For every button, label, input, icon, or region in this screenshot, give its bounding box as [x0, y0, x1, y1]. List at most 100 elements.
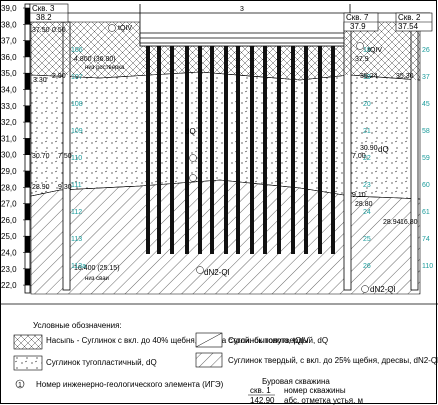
svg-text:9.30: 9.30: [58, 184, 72, 191]
section-mark: 3: [240, 6, 244, 13]
axis-tick-label: 22,0: [1, 281, 17, 290]
well-left-header: Скв. 3 38.2: [29, 3, 69, 23]
axis-tick-label: 25,0: [1, 232, 17, 241]
svg-text:Суглинок полутвердый, dQ: Суглинок полутвердый, dQ: [228, 336, 328, 345]
svg-text:7.00: 7.00: [352, 153, 366, 160]
elevation-axis: 39,038,037,036,035,034,033,032,031,030,0…: [1, 3, 31, 294]
svg-text:dQ: dQ: [378, 145, 389, 154]
axis-tick-label: 24,0: [1, 249, 17, 258]
pile: [198, 46, 202, 254]
svg-text:16.80: 16.80: [400, 219, 418, 226]
svg-text:Суглинок твердый, с вкл. до 25: Суглинок твердый, с вкл. до 25% щебня, д…: [228, 356, 438, 365]
well-right2-header: Скв. 2 37.54: [395, 12, 433, 32]
axis-tick-label: 36,0: [1, 53, 17, 62]
svg-text:dN2-Ql: dN2-Ql: [370, 285, 396, 294]
axis-tick-label: 31,0: [1, 134, 17, 143]
svg-text:0.50: 0.50: [52, 27, 66, 34]
pile: [318, 46, 322, 254]
pile: [185, 46, 189, 254]
pile: [146, 46, 150, 254]
left-annotations: 37.50 0.50 4.800 (36.80) низ ростверка 3…: [32, 25, 132, 282]
svg-text:Скв. 7: Скв. 7: [346, 13, 369, 22]
svg-text:1: 1: [18, 382, 22, 389]
svg-text:Суглинок тугопластичный, dQ: Суглинок тугопластичный, dQ: [46, 358, 157, 367]
axis-tick-label: 34,0: [1, 86, 17, 95]
pile: [210, 46, 214, 254]
svg-text:37.50: 37.50: [32, 27, 50, 34]
svg-text:низ сваи: низ сваи: [85, 276, 109, 282]
sample-number: 25: [363, 236, 371, 243]
axis-tick-label: 33,0: [1, 102, 17, 111]
samples-left: 106 107 108 109 110 111 112 113 113a: [71, 47, 86, 270]
pile: [170, 46, 174, 254]
sample-number: 110: [71, 155, 82, 162]
center-dQ-label: dQ: [185, 127, 196, 136]
sample-number: 60: [422, 182, 430, 189]
axis-tick-label: 29,0: [1, 167, 17, 176]
pile: [263, 46, 267, 254]
piles-group: [146, 46, 335, 254]
sample-number: 74: [422, 236, 430, 243]
sample-number: 58: [422, 128, 430, 135]
svg-text:37.9: 37.9: [355, 56, 369, 63]
sample-number: 21: [363, 128, 371, 135]
svg-text:142.90: 142.90: [250, 396, 275, 405]
axis-tick-label: 23,0: [1, 265, 17, 274]
svg-text:Скв. 2: Скв. 2: [398, 13, 421, 22]
svg-text:38.2: 38.2: [36, 13, 52, 22]
svg-text:tQIV: tQIV: [118, 25, 132, 32]
sample-number: 110: [422, 263, 433, 270]
pile: [157, 46, 161, 254]
right-annotations: tQIV 37.9 35.24 35.30 7.00 30.90 9.10 28…: [352, 47, 418, 294]
svg-text:Номер инженерно-геологического: Номер инженерно-геологического элемента …: [36, 380, 224, 389]
sample-number: 111: [71, 182, 82, 189]
sample-number: 26: [422, 47, 430, 54]
svg-text:37.9: 37.9: [350, 22, 366, 31]
axis-tick-label: 26,0: [1, 216, 17, 225]
sample-number: 106: [71, 47, 83, 54]
legend: Условные обозначения: Насыпь - Суглинок …: [0, 303, 438, 405]
sample-number: 109: [71, 128, 83, 135]
sample-number: 113a: [71, 263, 86, 270]
sample-number: 26: [363, 263, 371, 270]
legend-swatch-2: [13, 355, 43, 371]
pile: [291, 46, 295, 254]
svg-text:скв. 1: скв. 1: [250, 386, 271, 395]
axis-tick-label: 32,0: [1, 118, 17, 127]
svg-text:2.90: 2.90: [52, 73, 66, 80]
axis-tick-label: 39,0: [1, 4, 17, 13]
sample-number: 20: [363, 101, 371, 108]
ige-markers: [108, 24, 369, 293]
svg-text:16.400 (25.15): 16.400 (25.15): [74, 265, 120, 272]
svg-text:tQIV: tQIV: [368, 47, 382, 54]
svg-text:37.54: 37.54: [398, 22, 419, 31]
svg-text:28.94: 28.94: [383, 219, 401, 226]
svg-text:35.24: 35.24: [360, 73, 378, 80]
axis-tick-label: 30,0: [1, 151, 17, 160]
sample-number: 22: [363, 155, 371, 162]
sample-number: 23: [363, 182, 371, 189]
axis-tick-label: 28,0: [1, 183, 17, 192]
pile: [331, 46, 335, 254]
axis-tick-label: 38,0: [1, 20, 17, 29]
pile: [250, 46, 254, 254]
sample-number: 18: [363, 47, 371, 54]
sample-number: 112: [71, 209, 82, 216]
axis-tick-label: 27,0: [1, 200, 17, 209]
well-right1-header: Скв. 7 37.9: [343, 12, 379, 32]
legend-swatch-4: [195, 352, 223, 368]
svg-text:3.30: 3.30: [33, 77, 47, 84]
sample-number: 108: [71, 101, 83, 108]
axis-tick-label: 35,0: [1, 69, 17, 78]
pile: [304, 46, 308, 254]
pile: [224, 46, 228, 254]
svg-text:абс. отметка устья, м: абс. отметка устья, м: [284, 396, 363, 405]
sample-number: 107: [71, 74, 83, 81]
svg-text:30.90: 30.90: [360, 145, 378, 152]
legend-swatch-1: [13, 334, 43, 350]
svg-text:Насыпь - Суглинок с вкл. до 40: Насыпь - Суглинок с вкл. до 40% щебня, м…: [46, 336, 310, 345]
sample-number: 113: [71, 236, 82, 243]
